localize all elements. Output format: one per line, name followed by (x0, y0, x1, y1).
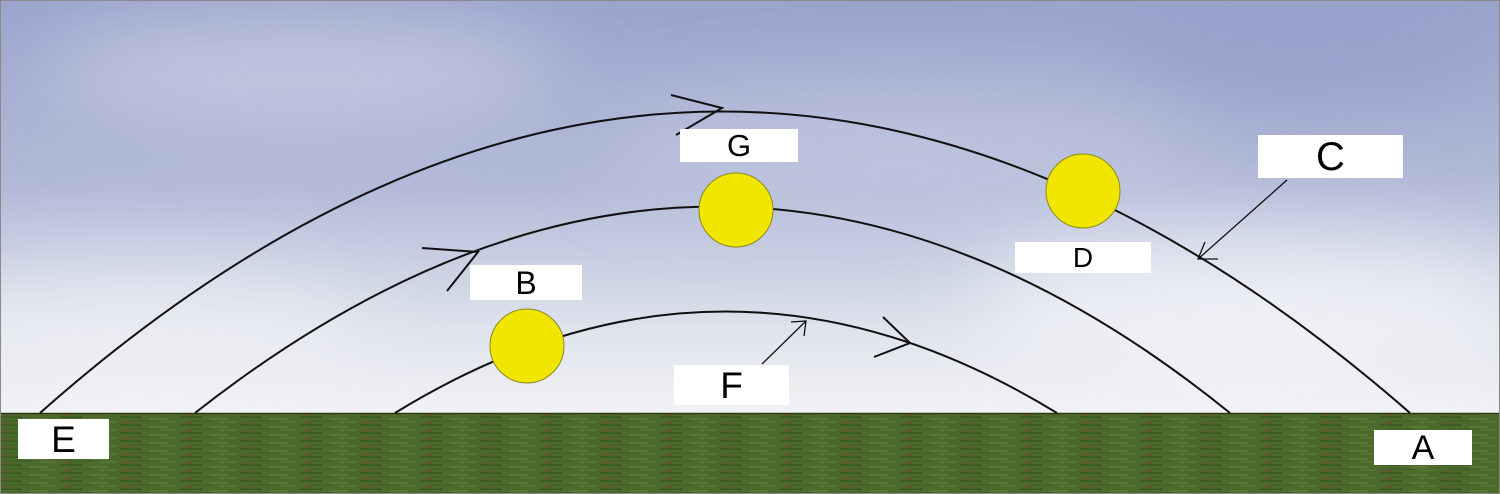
label-f: F (674, 365, 789, 405)
sun-right (1045, 153, 1121, 229)
pointer-c-head (1197, 241, 1218, 260)
pointer-f-line (761, 320, 807, 365)
pointer-c-line (1197, 179, 1288, 260)
sun-left (489, 308, 565, 384)
inner-sun-path (394, 310, 1058, 414)
label-b: B (470, 265, 582, 300)
pointer-f-head (790, 320, 807, 337)
label-g: G (680, 129, 798, 162)
sun-top (698, 172, 774, 248)
label-e: E (18, 419, 109, 459)
label-a: A (1374, 430, 1472, 465)
outer-path-arrow (670, 94, 725, 136)
label-d: D (1015, 242, 1151, 273)
middle-path-arrow (421, 247, 480, 292)
ground (0, 413, 1500, 494)
label-c: C (1258, 135, 1403, 178)
inner-path-arrow (873, 316, 912, 358)
